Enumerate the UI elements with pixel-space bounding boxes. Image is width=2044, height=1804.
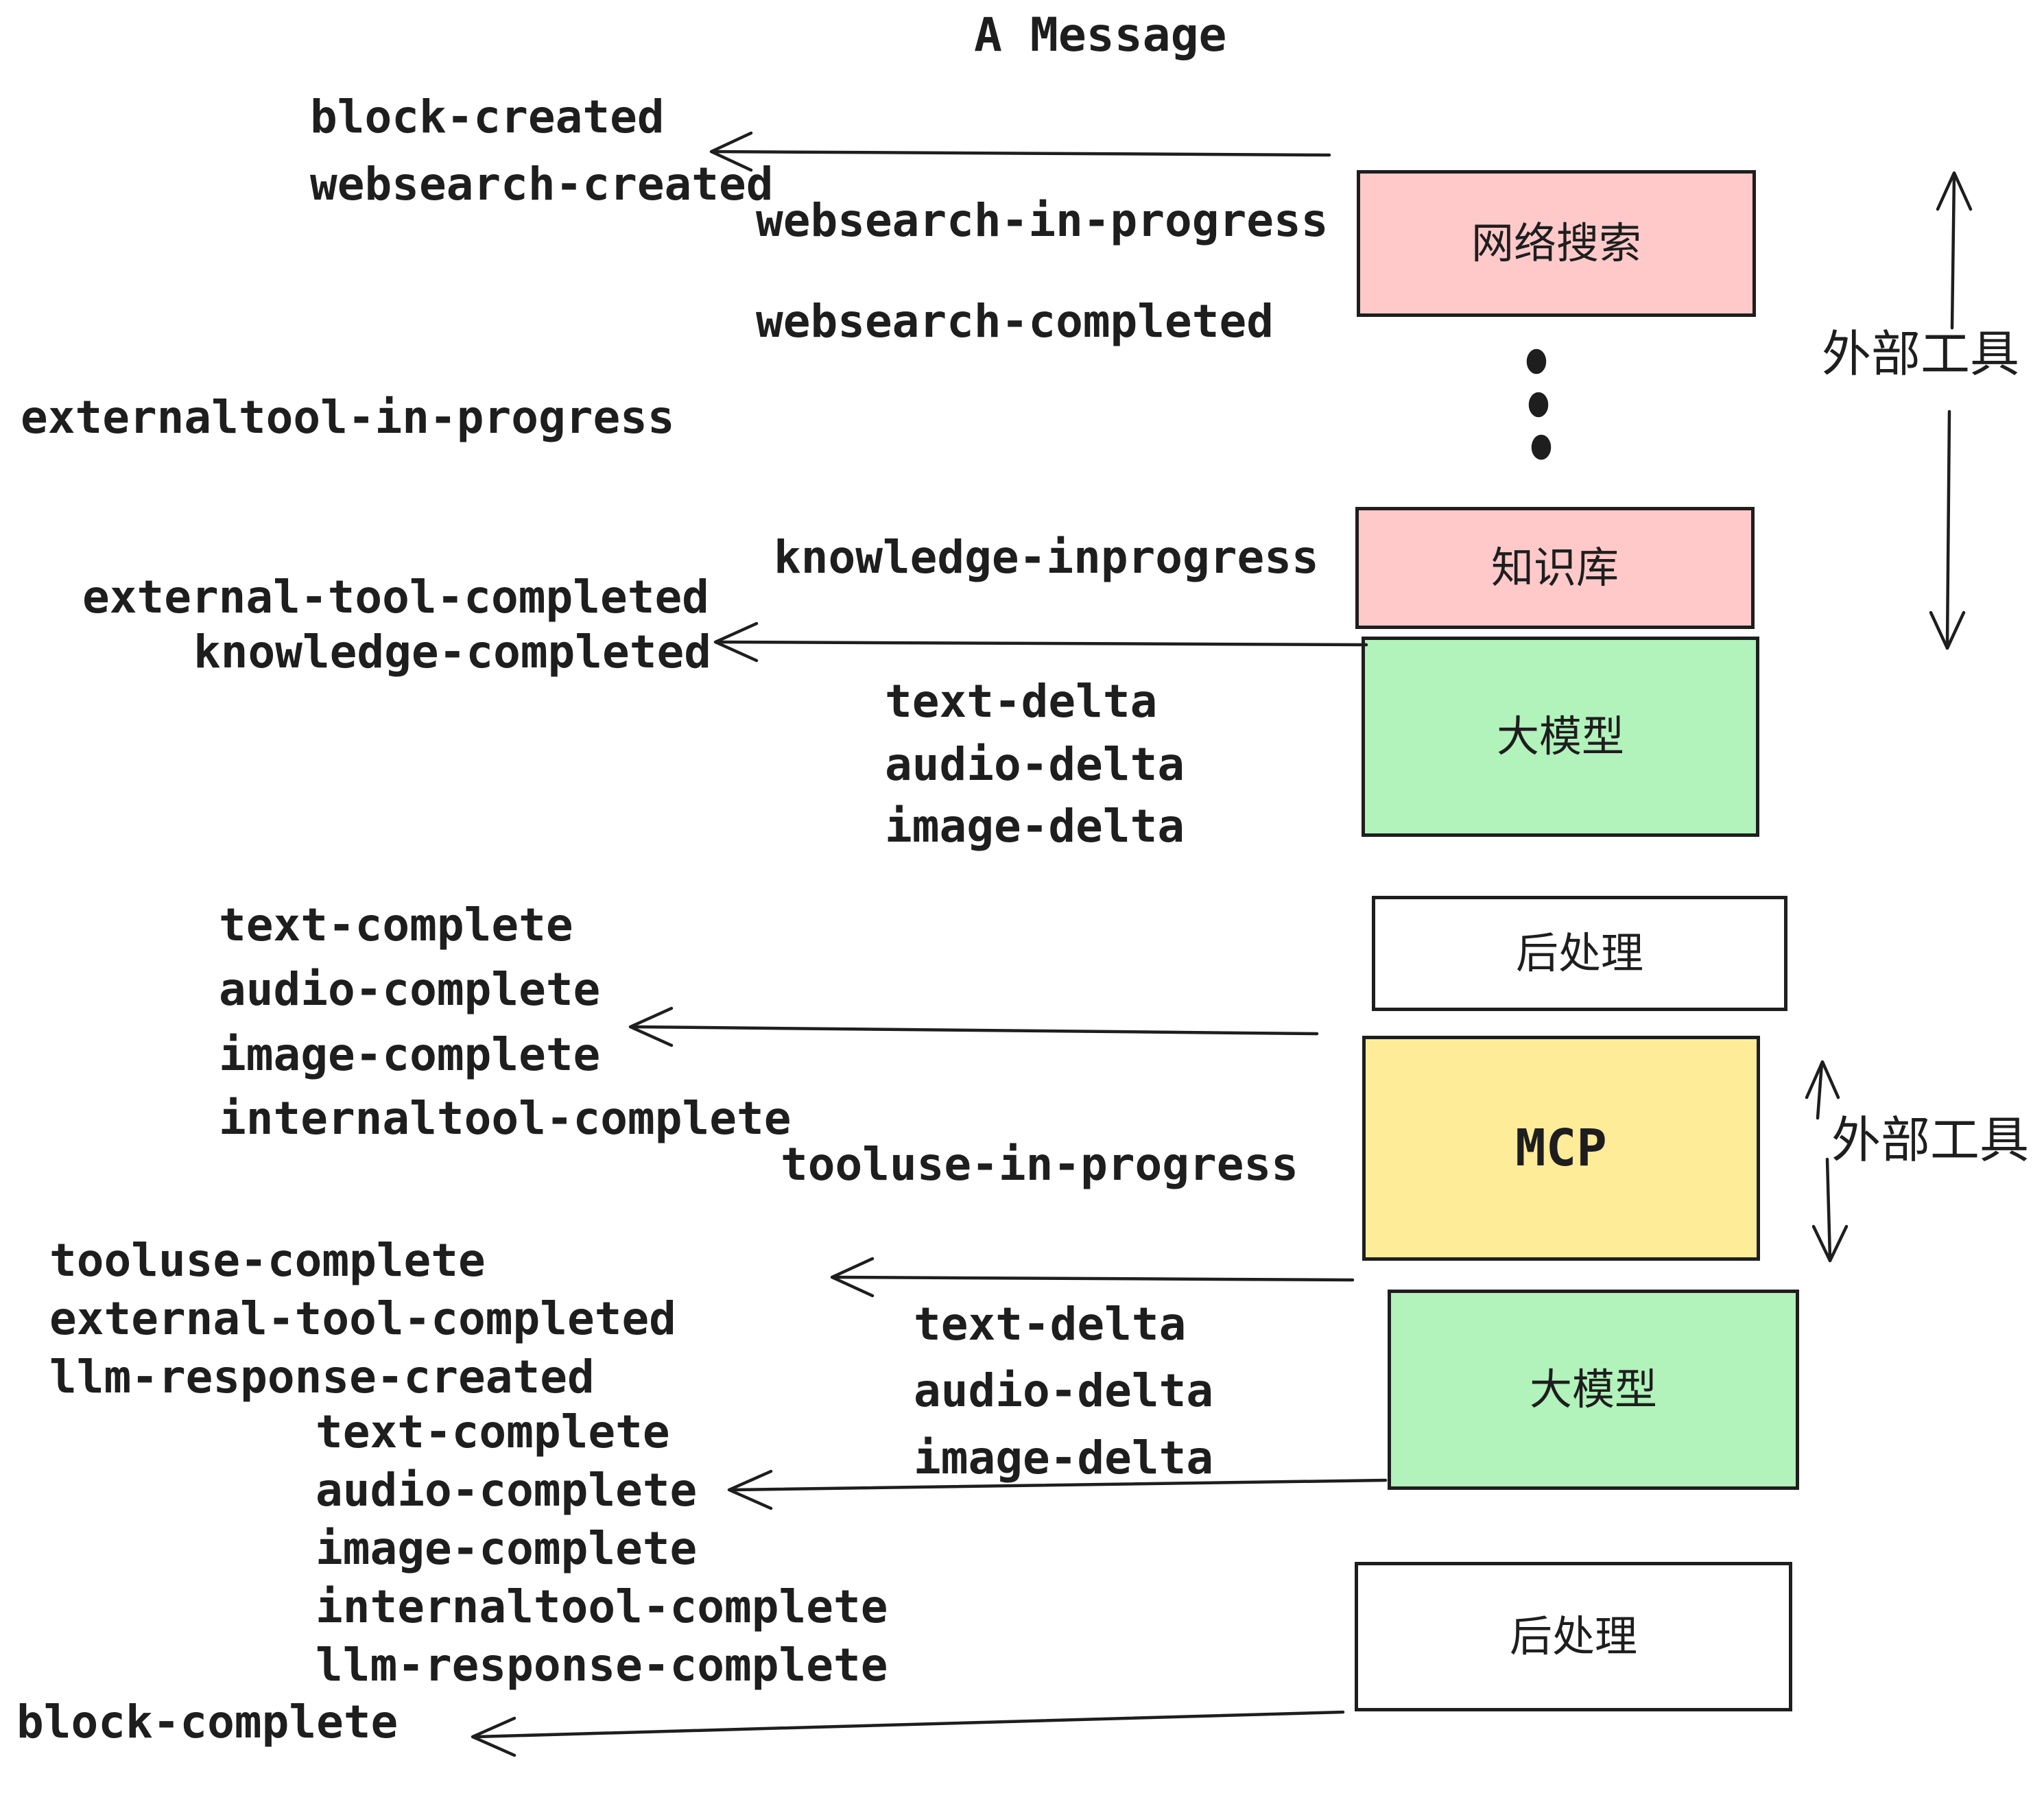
event-knowledge-completed: knowledge-completed [193, 626, 711, 678]
event-external-tool-completed-2: external-tool-completed [49, 1292, 676, 1345]
llm-box-bottom: 大模型 [1388, 1290, 1799, 1490]
arrow-tooluse-complete [830, 1257, 1355, 1298]
event-text-complete-1: text-complete [219, 899, 573, 951]
event-knowledge-inprogress: knowledge-inprogress [774, 531, 1319, 584]
event-audio-delta-1: audio-delta [885, 738, 1185, 791]
event-internaltool-complete-1: internaltool-complete [219, 1092, 792, 1145]
event-block-created: block-created [310, 91, 665, 143]
post-box-top-label: 后处理 [1515, 928, 1643, 978]
external-tools-label-bottom: 外部工具 [1831, 1111, 2030, 1169]
event-tooluse-complete: tooluse-complete [49, 1234, 486, 1287]
page-title: A Message [974, 8, 1227, 62]
event-text-delta-2: text-delta [914, 1298, 1187, 1351]
event-text-delta-1: text-delta [885, 675, 1158, 728]
event-llm-response-created: llm-response-created [49, 1351, 595, 1403]
knowledge-box: 知识库 [1355, 507, 1755, 629]
websearch-box-label: 网络搜索 [1471, 218, 1641, 268]
event-audio-delta-2: audio-delta [914, 1364, 1214, 1417]
external-tools-down-arrow-top [1929, 410, 1966, 650]
event-tooluse-in-progress: tooluse-in-progress [781, 1138, 1298, 1191]
post-box-bottom: 后处理 [1355, 1562, 1792, 1711]
event-image-delta-2: image-delta [914, 1432, 1214, 1484]
knowledge-box-label: 知识库 [1490, 543, 1619, 593]
mcp-box: MCP [1362, 1036, 1760, 1261]
llm-box-bottom-label: 大模型 [1529, 1364, 1657, 1414]
event-websearch-completed: websearch-completed [756, 295, 1274, 348]
event-audio-complete-1: audio-complete [219, 963, 601, 1016]
event-externaltool-in-progress: externaltool-in-progress [21, 391, 675, 444]
arrow-knowledge-completed [713, 621, 1368, 663]
external-tools-label-top: 外部工具 [1822, 325, 2020, 383]
ellipsis-dots [1526, 348, 1552, 460]
arrow-websearch-created [709, 131, 1331, 172]
post-box-top: 后处理 [1372, 896, 1787, 1011]
event-internaltool-complete-2: internaltool-complete [316, 1580, 888, 1633]
event-text-complete-2: text-complete [316, 1405, 670, 1458]
arrow-block-complete [471, 1710, 1345, 1757]
llm-box-top-label: 大模型 [1496, 711, 1624, 761]
event-websearch-in-progress: websearch-in-progress [756, 194, 1329, 247]
websearch-box: 网络搜索 [1357, 170, 1756, 317]
event-external-tool-completed-1: external-tool-completed [82, 571, 709, 624]
arrow-internal-complete [628, 1006, 1319, 1047]
event-block-complete: block-complete [16, 1696, 399, 1748]
event-image-complete-2: image-complete [316, 1522, 698, 1575]
external-tools-up-arrow-top [1936, 171, 1973, 330]
event-image-complete-1: image-complete [219, 1028, 601, 1081]
event-llm-response-complete: llm-response-complete [316, 1639, 888, 1692]
event-audio-complete-2: audio-complete [316, 1464, 698, 1517]
external-tools-up-arrow-mid [1805, 1060, 1840, 1120]
event-image-delta-1: image-delta [885, 800, 1185, 853]
post-box-bottom-label: 后处理 [1509, 1611, 1637, 1661]
external-tools-down-arrow-mid [1811, 1157, 1849, 1263]
llm-box-top: 大模型 [1362, 637, 1759, 837]
event-websearch-created: websearch-created [310, 158, 774, 211]
mcp-box-label: MCP [1515, 1119, 1607, 1178]
